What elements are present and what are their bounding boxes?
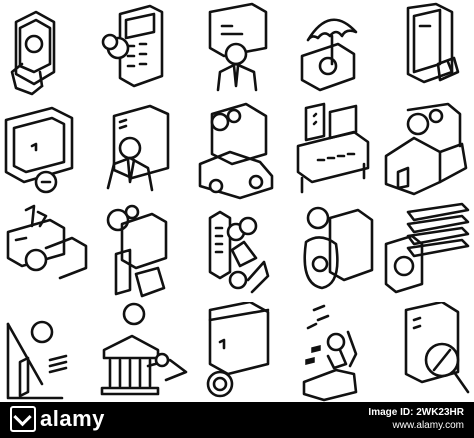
umbrella-money-icon — [284, 2, 378, 102]
card-payment-icon — [2, 202, 96, 302]
growth-chart-icon — [2, 302, 96, 402]
taxi-payment-icon — [190, 102, 284, 202]
wood-planks-coin-icon — [378, 202, 472, 302]
calculator-coin-icon — [96, 2, 190, 102]
board-coin-icon — [2, 102, 96, 202]
bank-building-icon — [96, 302, 190, 402]
phone-payment-icon — [2, 2, 96, 102]
stock-watermark-bar: alamy Image ID: 2WK23HR www.alamy.com — [0, 402, 474, 438]
contract-document-icon — [378, 2, 472, 102]
image-id-text: Image ID: 2WK23HR — [368, 407, 464, 418]
bag-document-icon — [284, 202, 378, 302]
icon-grid — [2, 2, 472, 402]
house-payment-icon — [378, 102, 472, 202]
presentation-manager-icon — [190, 2, 284, 102]
report-chart-icon — [96, 202, 190, 302]
image-meta: Image ID: 2WK23HR www.alamy.com — [368, 406, 464, 432]
web-coin-icon — [190, 302, 284, 402]
certificate-employee-icon — [96, 102, 190, 202]
alamy-logo: alamy — [10, 406, 105, 432]
alamy-logo-text: alamy — [40, 406, 105, 431]
alamy-logo-mark-icon — [10, 406, 36, 432]
bank-desk-icon — [284, 102, 378, 202]
hand-money-icon — [284, 302, 378, 402]
bottle-coins-icon — [190, 202, 284, 302]
magnifier-document-icon — [378, 302, 472, 402]
site-url-text: www.alamy.com — [392, 420, 465, 431]
